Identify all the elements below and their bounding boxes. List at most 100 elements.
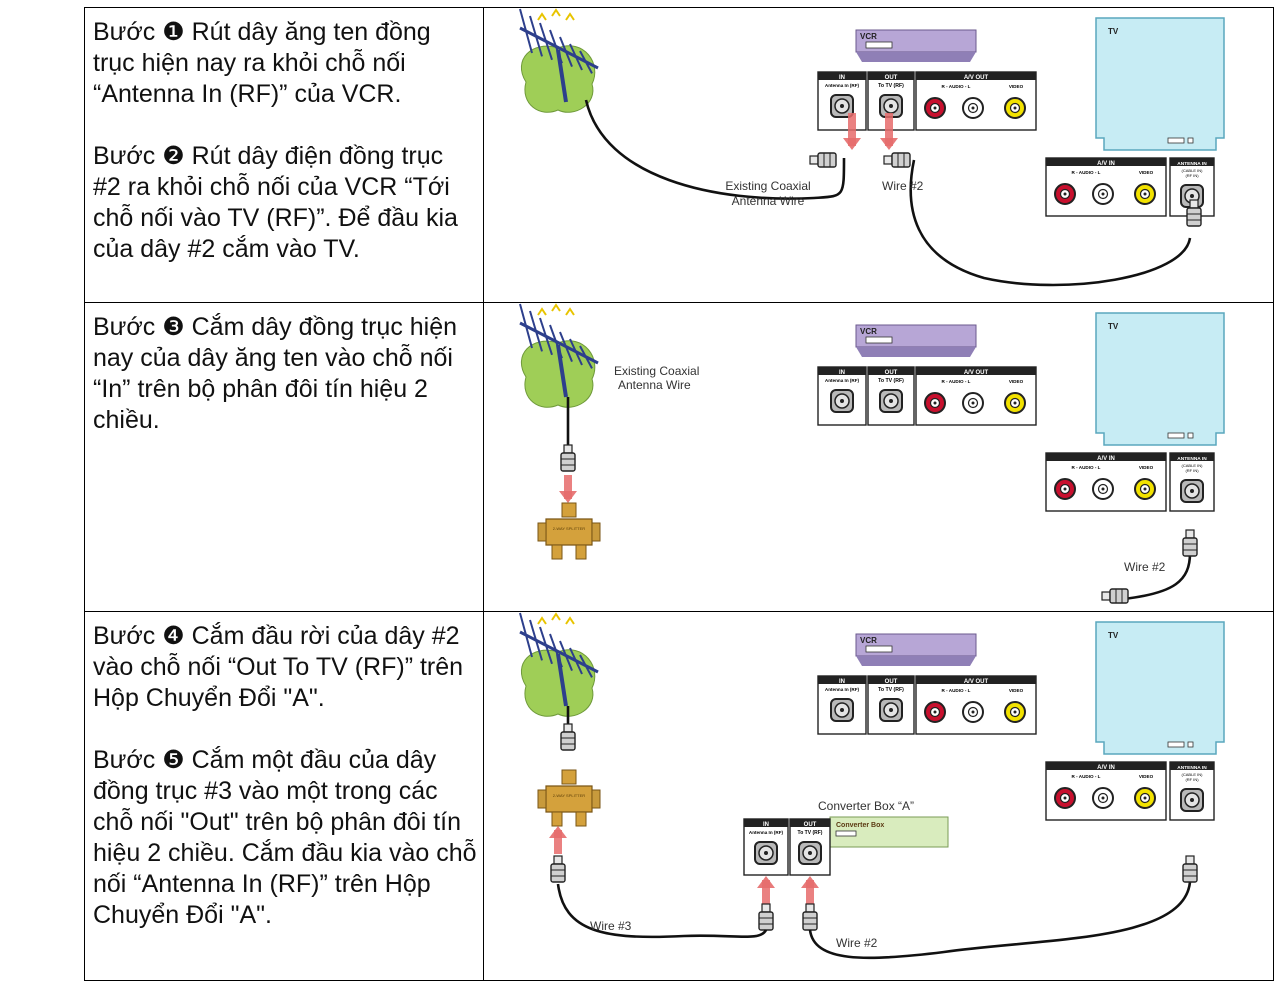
tv-port-strip	[1167, 432, 1185, 439]
steps-table: Bước ❶ Rút dây ăng ten đồng trục hiện na…	[84, 7, 1274, 981]
tv-cable-in-label: (CABLE IN)	[1182, 168, 1204, 173]
tv-audio-label: R - AUDIO - L	[1072, 774, 1101, 779]
vcr-audio-l-jack	[962, 701, 984, 723]
step-1-text: Bước ❶ Rút dây ăng ten đồng trục hiện na…	[93, 18, 431, 108]
tv-screen	[1095, 312, 1225, 446]
vcr-to-tv-label: To TV (RF)	[878, 378, 904, 384]
tv-audio-l-jack	[1092, 478, 1114, 500]
tv-antenna-in-label: ANTENNA IN	[1177, 456, 1207, 462]
step-2-text: Bước ❷ Rút dây điện đồng trục #2 ra khỏi…	[93, 142, 458, 263]
tv-antenna-plug-icon	[1186, 199, 1202, 227]
tv-video-label: VIDEO	[1139, 170, 1154, 175]
tv-video-label: VIDEO	[1139, 774, 1154, 779]
vcr-antenna-in-jack	[830, 94, 854, 118]
tv-antenna-in-label: ANTENNA IN	[1177, 765, 1207, 771]
tv-rf-in-label: (RF IN)	[1185, 468, 1199, 473]
vcr-video-label: VIDEO	[1009, 688, 1024, 693]
vcr-antenna-in-label: Antenna In (RF)	[825, 83, 860, 88]
label-wire2: Wire #2	[836, 936, 878, 950]
tv-video-jack	[1134, 183, 1156, 205]
antenna-icon	[519, 303, 599, 408]
step-row-1: Bước ❶ Rút dây ăng ten đồng trục hiện na…	[84, 7, 1274, 303]
converter-to-tv-jack	[798, 841, 822, 865]
vcr-out-label: OUT	[885, 679, 898, 685]
label-wire2: Wire #2	[882, 179, 924, 193]
converter-out-arrow-icon	[801, 876, 819, 908]
tv-audio-l-jack	[1092, 183, 1114, 205]
step-row-3: Bước ❹ Cắm đầu rời của dây #2 vào chỗ nố…	[84, 611, 1274, 981]
tv-screen	[1095, 621, 1225, 755]
vcr-audio-r-jack	[924, 701, 946, 723]
splitter-icon: 2-WAY SPLITTER	[537, 769, 601, 827]
vcr-audio-r-jack	[924, 392, 946, 414]
wire2-plug-icon	[883, 152, 911, 168]
label-wire3: Wire #3	[590, 919, 632, 933]
vcr-display	[865, 41, 893, 49]
vcr-to-tv-label: To TV (RF)	[878, 687, 904, 693]
tv-label: TV	[1108, 631, 1119, 640]
vcr-audio-label: R - AUDIO - L	[942, 84, 971, 89]
tv-video-label: VIDEO	[1139, 465, 1154, 470]
vcr-label: VCR	[860, 636, 877, 645]
splitter-label: 2-WAY SPLITTER	[553, 526, 585, 531]
vcr-antenna-in-jack	[830, 698, 854, 722]
converter-in-arrow-icon	[757, 876, 775, 908]
step-3-text: Bước ❸ Cắm dây đồng trục hiện nay của dâ…	[93, 313, 458, 434]
wire-2	[909, 159, 1192, 287]
converter-antenna-in-jack	[754, 841, 778, 865]
vcr-video-label: VIDEO	[1009, 84, 1024, 89]
antenna-coax-plug-icon	[560, 723, 576, 751]
antenna-icon	[519, 612, 599, 717]
vcr-in-label: IN	[839, 370, 845, 376]
tv-audio-l-jack	[1092, 787, 1114, 809]
label-existing-coax-2: Antenna Wire	[618, 378, 691, 392]
vcr-antenna-in-label: Antenna In (RF)	[825, 687, 860, 692]
vcr-av-out-label: A/V OUT	[964, 370, 989, 376]
label-existing-coax-2: Antenna Wire	[732, 194, 805, 208]
converter-in-label: IN	[763, 822, 769, 828]
tv-av-in-label: A/V IN	[1097, 765, 1115, 771]
vcr-audio-label: R - AUDIO - L	[942, 688, 971, 693]
tv-audio-label: R - AUDIO - L	[1072, 465, 1101, 470]
tv-audio-label: R - AUDIO - L	[1072, 170, 1101, 175]
tv-port-strip	[1167, 741, 1185, 748]
step-text-cell-1: Bước ❶ Rút dây ăng ten đồng trục hiện na…	[84, 7, 484, 303]
vcr-video-jack	[1004, 392, 1026, 414]
wire3-splitter-plug-icon	[550, 855, 566, 883]
tv-antenna-in-jack	[1180, 479, 1204, 503]
unplug-antenna-arrow-icon	[843, 113, 861, 150]
vcr-to-tv-jack	[879, 389, 903, 413]
vcr-video-jack	[1004, 97, 1026, 119]
vcr-to-tv-jack	[879, 698, 903, 722]
tv-video-jack	[1134, 478, 1156, 500]
converter-out-label: OUT	[804, 822, 817, 828]
tv-cable-in-label: (CABLE IN)	[1182, 772, 1204, 777]
vcr-in-label: IN	[839, 75, 845, 81]
tv-panel: A/V IN R - AUDIO - L VIDEO ANTENNA IN(CABLE…	[1045, 761, 1215, 821]
step-text-cell-2: Bước ❸ Cắm dây đồng trục hiện nay của dâ…	[84, 302, 484, 612]
tv-label: TV	[1108, 322, 1119, 331]
tv-audio-r-jack	[1054, 787, 1076, 809]
tv-rf-in-label: (RF IN)	[1185, 777, 1199, 782]
wire-3	[556, 883, 768, 939]
existing-coax-wire	[584, 99, 846, 200]
converter-box-label: Converter Box	[836, 822, 884, 829]
tv-antenna-in-jack	[1180, 788, 1204, 812]
converter-antenna-in-label: Antenna In (RF)	[749, 830, 784, 835]
step-text-cell-3: Bước ❹ Cắm đầu rời của dây #2 vào chỗ nố…	[84, 611, 484, 981]
tv-screen	[1095, 17, 1225, 151]
wire2-converter-plug-icon	[802, 903, 818, 931]
tv-rf-in-label: (RF IN)	[1185, 173, 1199, 178]
vcr-out-label: OUT	[885, 75, 898, 81]
tv-antenna-plug-icon	[1182, 529, 1198, 557]
unplug-wire2-arrow-icon	[880, 113, 898, 150]
